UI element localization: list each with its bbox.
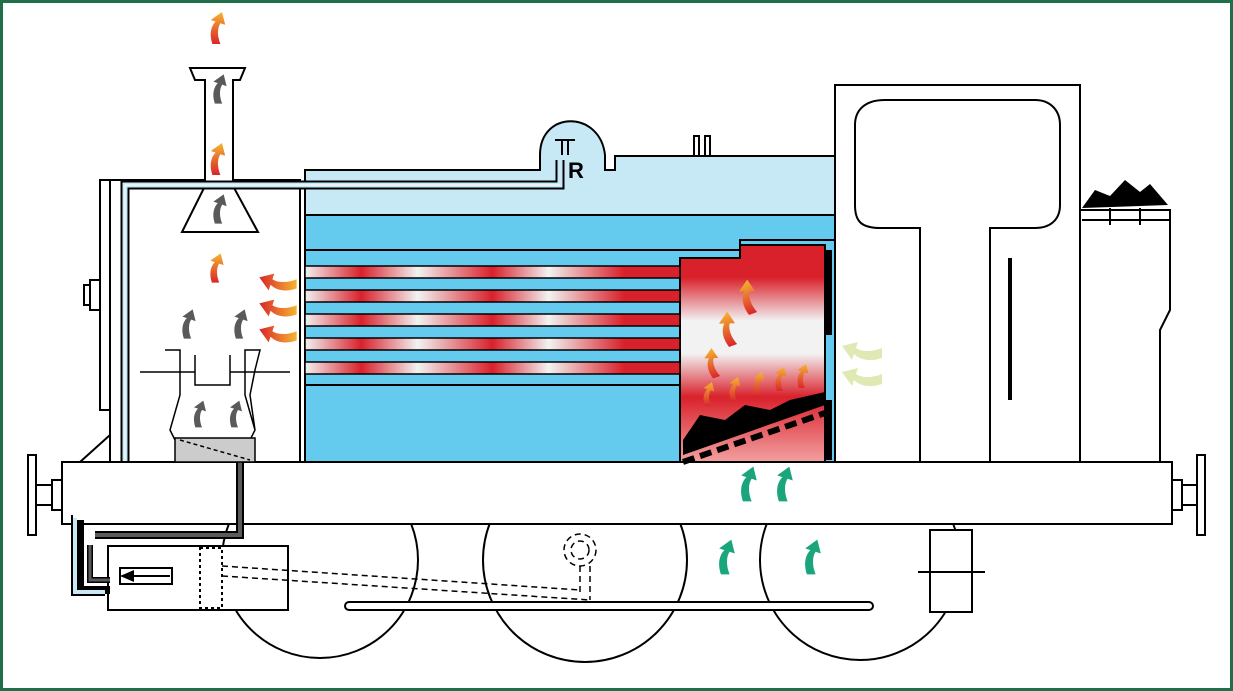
rear-spring bbox=[918, 530, 985, 612]
safety-valve bbox=[694, 136, 710, 156]
primary-air-arrow-icon bbox=[805, 540, 821, 575]
regulator-label: R bbox=[568, 158, 584, 183]
hot-gas-arrow-icon bbox=[211, 12, 225, 44]
cab bbox=[835, 85, 1170, 462]
primary-air-arrow-icon bbox=[719, 540, 735, 575]
coupling-rod bbox=[345, 602, 873, 610]
running-plate bbox=[62, 462, 1172, 524]
cylinder bbox=[108, 546, 288, 610]
